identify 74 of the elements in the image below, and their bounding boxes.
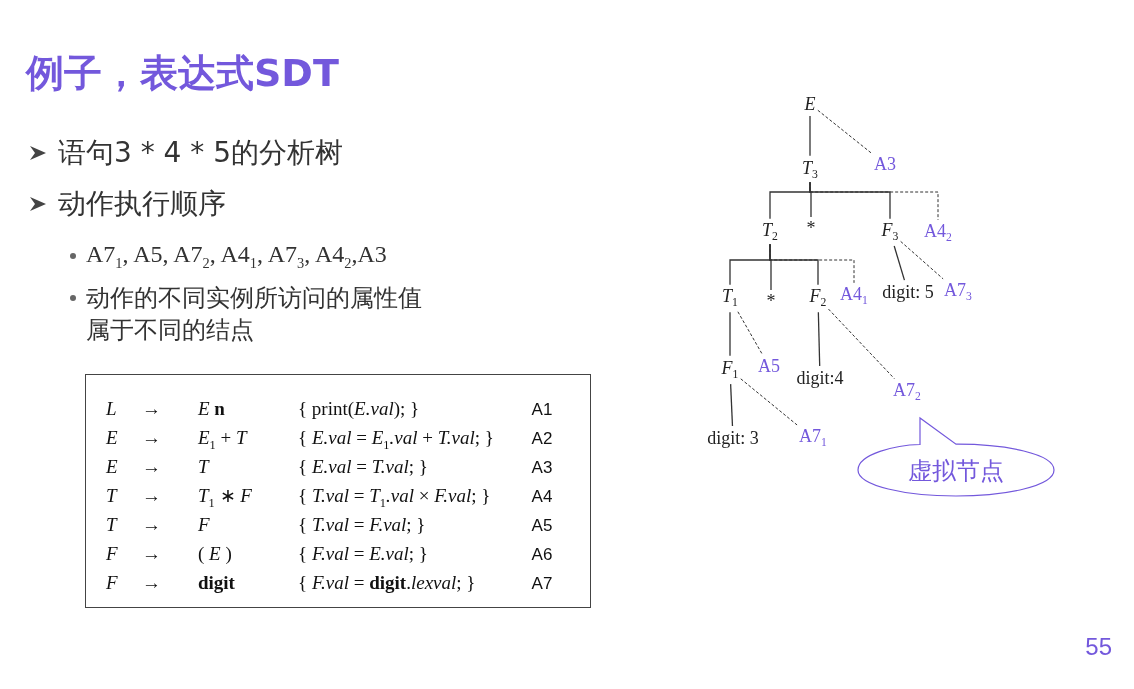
dashed-tree-line xyxy=(769,243,855,284)
action-label: A3 xyxy=(874,155,896,173)
table-cell-text: T$_{1}$ ∗ F xyxy=(198,484,253,509)
table-cell-text: A1 xyxy=(531,399,554,421)
table-cell-text: E n xyxy=(198,397,226,421)
table-cell-text: → xyxy=(142,484,162,508)
table-cell-text: A5 xyxy=(531,515,554,537)
tree-symbol: T$_{2}$ xyxy=(762,220,778,244)
table-cell-text: A2 xyxy=(531,428,554,450)
table-cell-text: { T.val = F.val; } xyxy=(298,513,427,537)
action-label: A7$_{1}$ xyxy=(799,426,827,450)
table-cell-text: → xyxy=(142,426,162,450)
action-label: A5 xyxy=(758,357,780,375)
table-cell-text: → xyxy=(142,397,162,421)
tree-line xyxy=(817,311,821,367)
table-cell-text: { print(E.val); } xyxy=(298,397,421,421)
tree-symbol: T$_{1}$ xyxy=(722,286,738,310)
table-cell-text: T xyxy=(198,455,211,479)
table-cell-text: A7 xyxy=(531,573,554,595)
table-cell-text: E xyxy=(106,455,119,479)
table-cell-text: { E.val = T.val; } xyxy=(298,455,429,479)
action-label: A7$_{3}$ xyxy=(944,280,972,304)
tree-line xyxy=(729,311,731,357)
dashed-tree-line xyxy=(900,240,944,280)
table-cell-text: { E.val = E$_{1}$.val + T.val; } xyxy=(298,426,495,451)
operator-symbol: * xyxy=(766,292,776,310)
bullet-text: 动作的不同实例所访问的属性值属于不同的结点 xyxy=(86,283,423,347)
table-cell-text: E xyxy=(106,426,119,450)
dashed-tree-line xyxy=(817,109,873,154)
table-cell-text: A3 xyxy=(531,457,554,479)
table-cell-text: T xyxy=(106,513,119,537)
table-cell-text: ( E ) xyxy=(198,542,233,566)
tree-symbol: F$_{1}$ xyxy=(721,358,739,382)
table-cell-text: { F.val = E.val; } xyxy=(298,542,429,566)
tree-symbol: F$_{3}$ xyxy=(881,220,899,244)
tree-symbol: T$_{3}$ xyxy=(802,158,818,182)
action-label: A7$_{2}$ xyxy=(893,380,921,404)
table-cell-text: → xyxy=(142,513,162,537)
dashed-tree-line xyxy=(737,311,763,355)
table-cell-text: A6 xyxy=(531,544,554,566)
terminal-label: digit:4 xyxy=(796,369,844,387)
action-sequence: A7$_{1}$, A5, A7$_{2}$, A4$_{1}$, A7$_{3}$, A4$_{2}$,A3 xyxy=(86,240,387,273)
table-cell-text: { F.val = digit.lexval; } xyxy=(298,571,477,595)
dashed-tree-line xyxy=(809,181,939,221)
dashed-tree-line xyxy=(740,378,798,426)
table-cell-text: → xyxy=(142,571,162,595)
table-cell-text: → xyxy=(142,455,162,479)
action-label: A4$_{2}$ xyxy=(924,221,952,245)
tree-symbol: F$_{2}$ xyxy=(809,286,827,310)
table-cell-text: F xyxy=(198,513,211,537)
bullet-text: 语句3 * 4 * 5的分析树 xyxy=(58,135,344,171)
terminal-label: digit: 5 xyxy=(882,283,934,301)
tree-line xyxy=(729,383,734,427)
callout-bubble xyxy=(856,414,1056,498)
action-label: A4$_{1}$ xyxy=(840,284,868,308)
table-cell-text: F xyxy=(106,542,119,566)
tree-line xyxy=(809,115,811,157)
callout-text: 虚拟节点 xyxy=(907,456,1005,486)
slide-title: 例子，表达式SDT xyxy=(26,50,339,97)
operator-symbol: * xyxy=(806,219,816,237)
table-cell-text: A4 xyxy=(531,486,554,508)
dashed-tree-line xyxy=(828,308,895,380)
terminal-label: digit: 3 xyxy=(707,429,759,447)
tree-line xyxy=(893,245,906,281)
table-cell-text: T xyxy=(106,484,119,508)
tree-symbol: E xyxy=(804,95,816,113)
page-number: 55 xyxy=(1085,633,1112,661)
bullet-text: 动作执行顺序 xyxy=(58,186,226,222)
table-cell-text: { T.val = T$_{1}$.val × F.val; } xyxy=(298,484,492,509)
table-cell-text: E$_{1}$ + T xyxy=(198,426,249,451)
table-cell-text: digit xyxy=(198,571,236,595)
table-cell-text: L xyxy=(106,397,118,421)
table-cell-text: → xyxy=(142,542,162,566)
table-cell-text: F xyxy=(106,571,119,595)
